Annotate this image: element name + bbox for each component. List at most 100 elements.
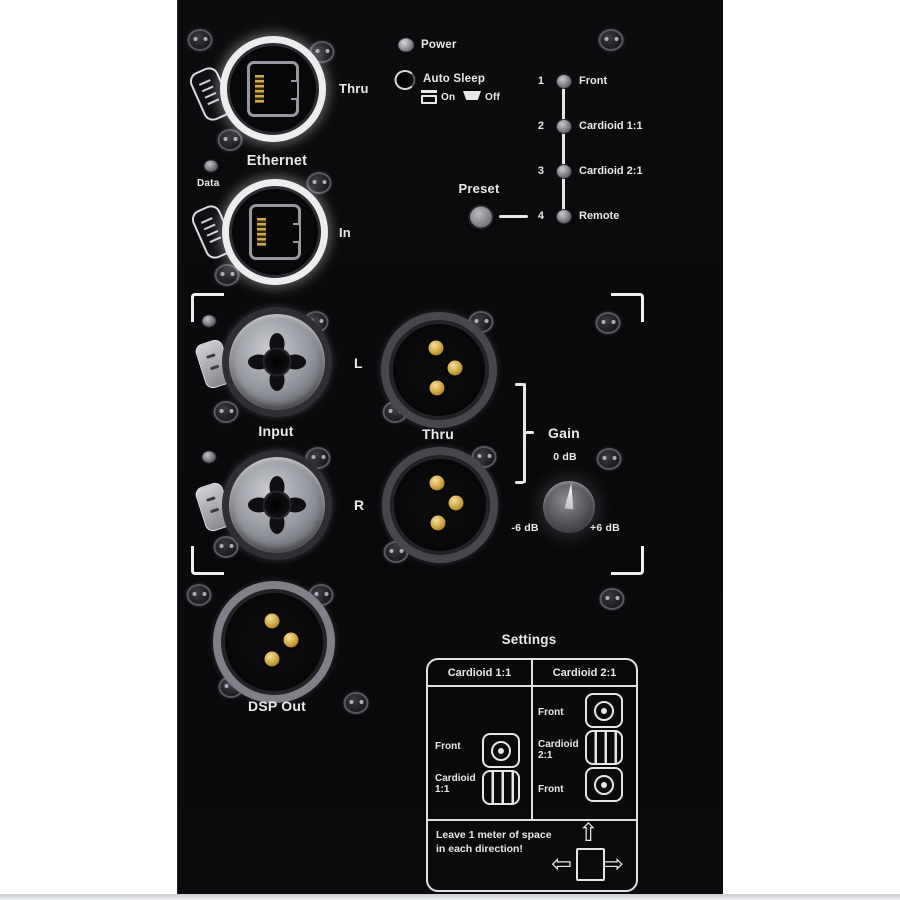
ethernet-thru-label: Thru bbox=[339, 81, 369, 96]
preset-name: Cardioid 1:1 bbox=[579, 120, 643, 132]
clearance-note-line1: Leave 1 meter of space bbox=[436, 829, 552, 841]
speaker-rear-icon bbox=[482, 770, 520, 805]
settings-title: Settings bbox=[501, 632, 557, 647]
sleep-on-label: On bbox=[441, 92, 456, 103]
sleep-on-icon bbox=[421, 90, 437, 104]
preset-row: 3 Cardioid 2:1 bbox=[530, 163, 643, 179]
power-led bbox=[397, 37, 415, 53]
preset-connector-line bbox=[499, 215, 528, 218]
preset-list-line bbox=[562, 88, 565, 212]
screw-icon bbox=[213, 401, 239, 423]
screw-icon bbox=[596, 448, 622, 470]
preset-row: 2 Cardioid 1:1 bbox=[530, 118, 643, 134]
arrow-left-icon: ⇦ bbox=[551, 849, 572, 878]
gain-max-label: +6 dB bbox=[590, 522, 620, 534]
speaker-front-icon bbox=[585, 693, 623, 728]
cabinet-box-icon bbox=[576, 848, 605, 881]
input-l-label: L bbox=[354, 355, 363, 371]
gain-label: Gain bbox=[548, 425, 580, 441]
screw-icon bbox=[598, 29, 624, 51]
auto-sleep-label: Auto Sleep bbox=[423, 73, 486, 85]
rj45-jack bbox=[249, 204, 301, 260]
ethernet-in-label: In bbox=[339, 225, 351, 240]
settings-cell-label: Cardioid 1:1 bbox=[435, 773, 476, 795]
preset-led bbox=[556, 163, 572, 179]
settings-col1-header: Cardioid 1:1 bbox=[447, 667, 512, 679]
rj45-notch bbox=[293, 223, 301, 243]
thru-l-xlr[interactable] bbox=[381, 312, 497, 428]
dsp-out-xlr[interactable] bbox=[213, 581, 335, 703]
settings-cell-label: Front bbox=[435, 741, 461, 752]
module-corner-bracket bbox=[191, 293, 224, 322]
thru-r-xlr[interactable] bbox=[382, 447, 498, 563]
gain-brace bbox=[525, 431, 534, 434]
gain-min-label: -6 dB bbox=[511, 522, 539, 534]
preset-number: 4 bbox=[537, 210, 544, 222]
rj45-notch bbox=[291, 80, 299, 100]
sleep-off-icon bbox=[463, 91, 481, 100]
settings-table: Cardioid 1:1 Cardioid 2:1 Front Cardioid… bbox=[426, 658, 638, 892]
preset-row: 4 Remote bbox=[530, 208, 619, 224]
knob-pointer bbox=[564, 483, 577, 510]
gain-brace bbox=[523, 383, 526, 483]
data-led-label: Data bbox=[197, 178, 220, 189]
arrow-right-icon: ⇨ bbox=[603, 849, 624, 878]
signal-led bbox=[201, 314, 217, 328]
ethernet-thru-port[interactable] bbox=[220, 36, 326, 142]
speaker-front-icon bbox=[482, 733, 520, 768]
gain-brace bbox=[515, 481, 524, 484]
preset-led bbox=[556, 73, 572, 89]
combo-center-hole bbox=[264, 492, 290, 518]
table-divider bbox=[428, 685, 636, 687]
preset-name: Front bbox=[579, 75, 608, 87]
auto-sleep-indicator[interactable] bbox=[394, 70, 416, 90]
preset-label: Preset bbox=[458, 181, 500, 196]
ethernet-in-port[interactable] bbox=[222, 179, 328, 285]
settings-col2-header: Cardioid 2:1 bbox=[552, 667, 617, 679]
module-corner-bracket bbox=[611, 293, 644, 322]
preset-row: 1 Front bbox=[530, 73, 607, 89]
clearance-directions-icon: ⇧ ⇦ ⇨ bbox=[550, 820, 630, 886]
input-label: Input bbox=[258, 423, 294, 439]
arrow-up-icon: ⇧ bbox=[578, 818, 599, 847]
preset-number: 2 bbox=[537, 120, 544, 132]
preset-led bbox=[556, 208, 572, 224]
preset-button[interactable] bbox=[470, 206, 492, 228]
rj45-gold-pins bbox=[257, 218, 266, 246]
rj45-gold-pins bbox=[255, 75, 264, 103]
screw-icon bbox=[595, 312, 621, 334]
speaker-rear-icon bbox=[585, 730, 623, 765]
screw-icon bbox=[306, 172, 332, 194]
settings-cell-label: Front bbox=[538, 784, 564, 795]
data-led bbox=[203, 159, 219, 173]
rj45-jack bbox=[247, 61, 299, 117]
rear-panel: Thru Ethernet Data In Power Auto Sleep O… bbox=[177, 0, 723, 894]
sleep-off-label: Off bbox=[485, 92, 501, 103]
preset-name: Remote bbox=[579, 210, 620, 222]
input-r-jack[interactable] bbox=[222, 450, 332, 560]
screw-icon bbox=[214, 264, 240, 286]
preset-name: Cardioid 2:1 bbox=[579, 165, 643, 177]
gain-0db-label: 0 dB bbox=[553, 451, 577, 463]
table-divider bbox=[428, 819, 636, 821]
gain-knob[interactable] bbox=[543, 481, 595, 533]
screw-icon bbox=[186, 584, 212, 606]
settings-cell-label: Cardioid 2:1 bbox=[538, 739, 579, 761]
module-corner-bracket bbox=[191, 546, 224, 575]
signal-led bbox=[201, 450, 217, 464]
thru-label: Thru bbox=[422, 426, 454, 442]
screw-icon bbox=[599, 588, 625, 610]
dsp-out-label: DSP Out bbox=[248, 698, 306, 714]
speaker-front-icon bbox=[585, 767, 623, 802]
input-l-jack[interactable] bbox=[222, 307, 332, 417]
screw-icon bbox=[217, 129, 243, 151]
gain-brace bbox=[515, 383, 524, 386]
combo-center-hole bbox=[264, 349, 290, 375]
table-divider bbox=[531, 660, 533, 819]
input-r-label: R bbox=[354, 497, 365, 513]
ethernet-title: Ethernet bbox=[246, 153, 308, 169]
module-corner-bracket bbox=[611, 546, 644, 575]
screw-icon bbox=[343, 692, 369, 714]
clearance-note-line2: in each direction! bbox=[436, 843, 523, 855]
